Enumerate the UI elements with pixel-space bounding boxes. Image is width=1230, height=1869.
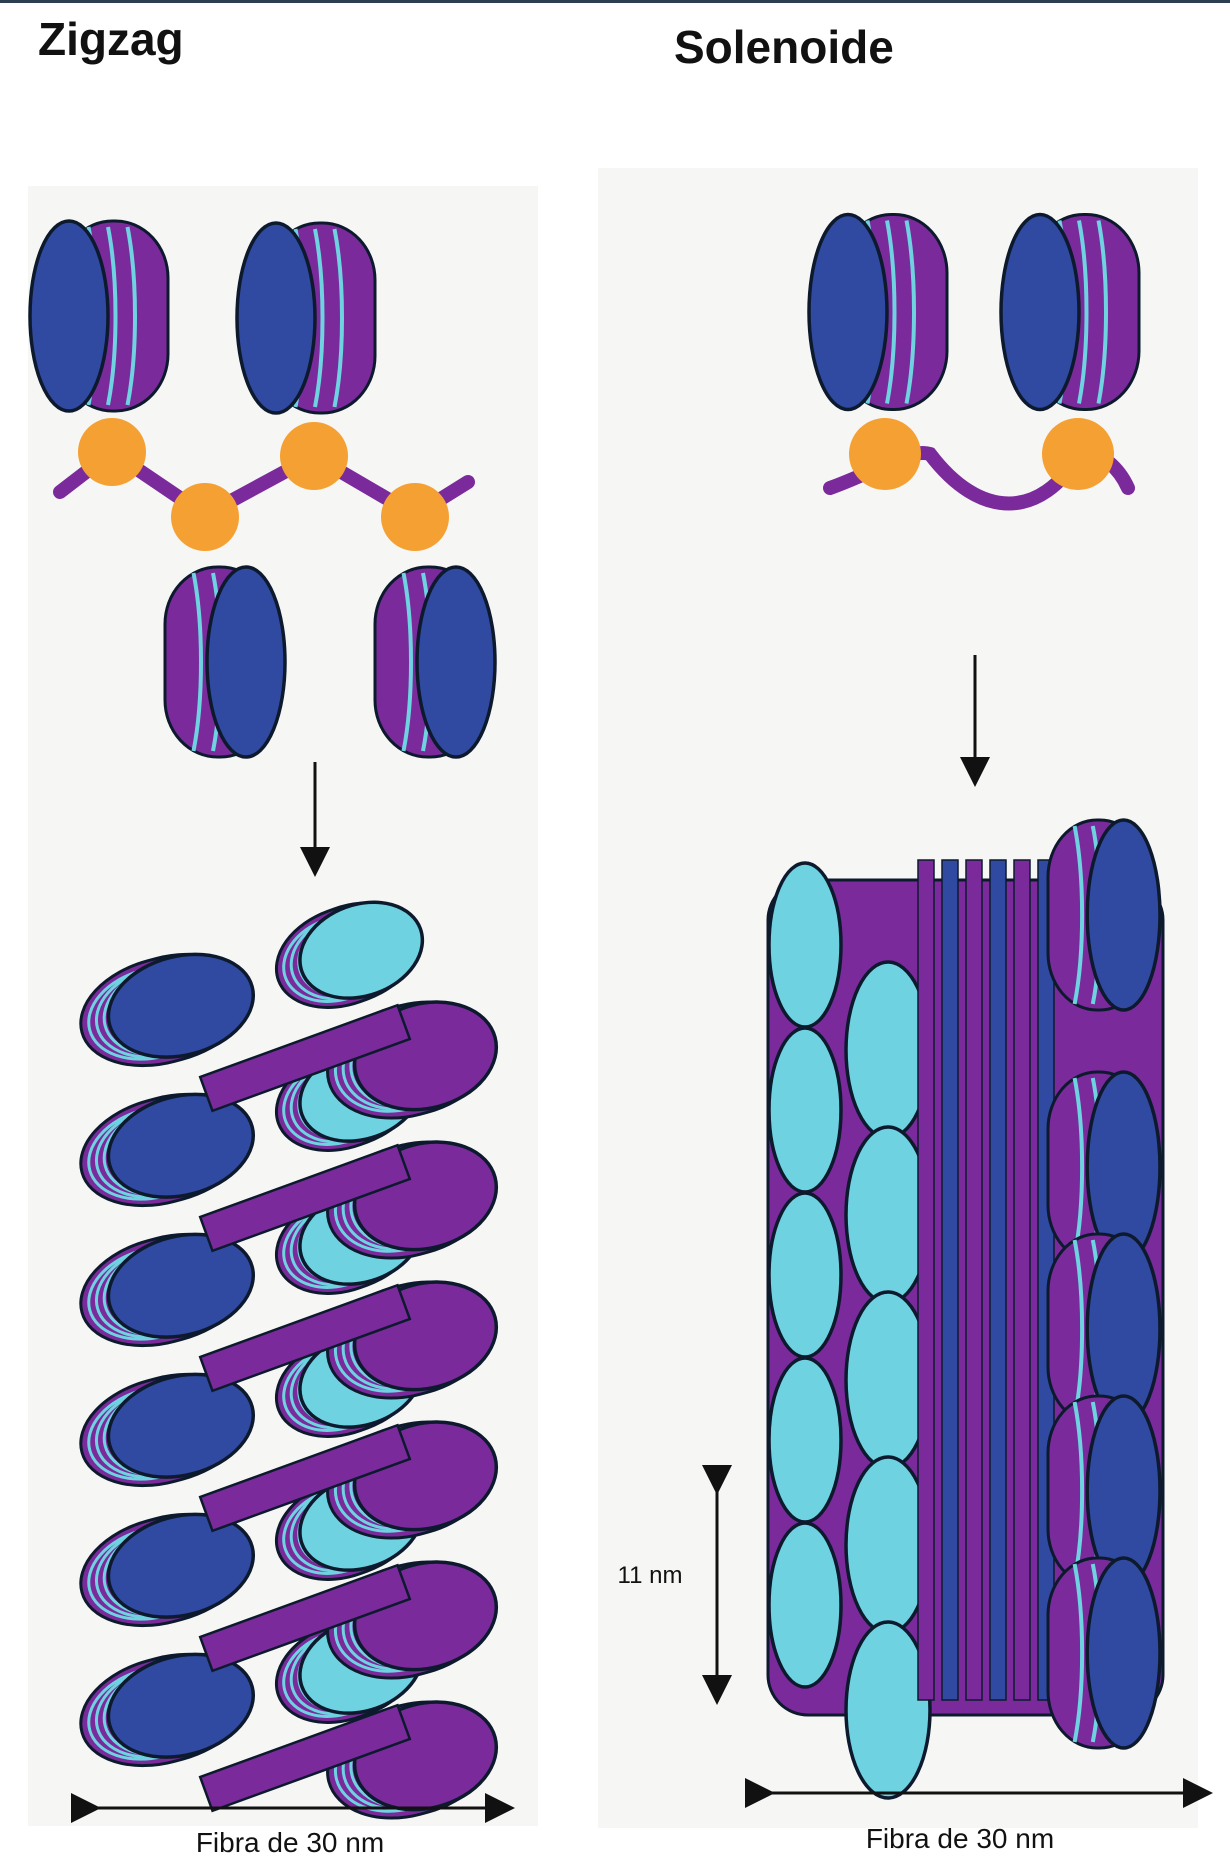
nucleosome-icon (30, 221, 168, 411)
linker-dna (1014, 860, 1030, 1700)
nucleosome-icon (1048, 1558, 1160, 1748)
histone-h1-dot (381, 483, 449, 551)
solenoid-30nm-fiber (768, 820, 1163, 1798)
linker-dna (990, 860, 1006, 1700)
nucleosome-disc (769, 1523, 841, 1687)
histone-h1-dot (849, 418, 921, 490)
nucleosome-disc (769, 863, 841, 1027)
nucleosome-icon (1001, 215, 1139, 410)
nucleosome-icon (375, 567, 495, 757)
zigzag-width-label: Fibra de 30 nm (196, 1827, 384, 1858)
nucleosome-disc (769, 1028, 841, 1192)
histone-h1-dot (78, 418, 146, 486)
linker-dna (942, 860, 958, 1700)
scale-label: 11 nm (618, 1562, 683, 1589)
nucleosome-icon (809, 215, 947, 410)
histone-h1-dot (1042, 418, 1114, 490)
nucleosome-icon (165, 567, 285, 757)
linker-dna (966, 860, 982, 1700)
solenoid-width-label: Fibra de 30 nm (866, 1823, 1054, 1854)
nucleosome-icon (1048, 820, 1160, 1010)
nucleosome-icon (237, 223, 375, 413)
histone-h1-dot (171, 483, 239, 551)
histone-h1-dot (280, 422, 348, 490)
nucleosome-disc (769, 1193, 841, 1357)
nucleosome-disc (769, 1358, 841, 1522)
linker-dna (918, 860, 934, 1700)
